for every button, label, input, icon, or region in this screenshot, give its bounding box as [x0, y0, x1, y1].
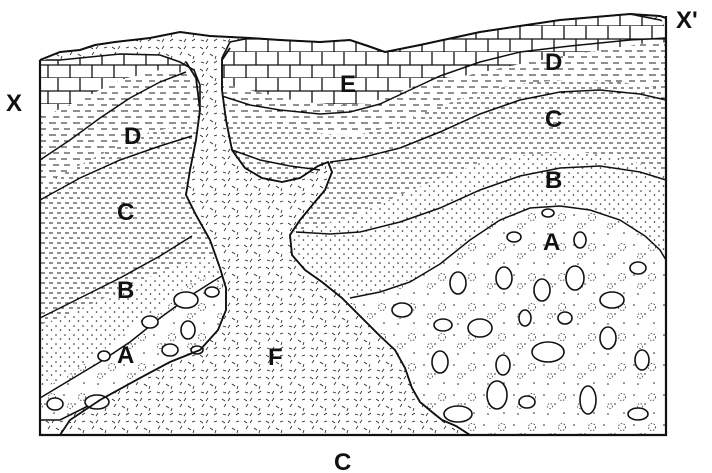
pebble: [444, 406, 472, 422]
label-intrusion-f: F: [268, 344, 283, 371]
pebble: [98, 351, 110, 361]
label-layer-c-left: C: [117, 199, 134, 226]
label-layer-c-right: C: [545, 106, 562, 133]
pebble: [205, 287, 219, 297]
pebble: [162, 344, 178, 356]
pebble: [181, 321, 195, 339]
pebble: [635, 350, 649, 370]
pebble: [534, 279, 550, 301]
label-layer-d-left: D: [124, 123, 141, 150]
label-layer-e: E: [340, 71, 356, 98]
pebble: [450, 272, 466, 294]
label-x-left: X: [6, 90, 22, 117]
pebble: [507, 232, 521, 242]
pebble: [566, 266, 584, 290]
label-layer-d-right: D: [545, 49, 562, 76]
label-layer-b-left: B: [117, 277, 134, 304]
pebble: [600, 292, 624, 308]
pebble: [519, 310, 531, 326]
pebble: [630, 262, 646, 274]
pebble: [47, 398, 63, 410]
pebble: [392, 303, 412, 317]
pebble: [496, 355, 510, 375]
pebble: [558, 312, 572, 324]
pebble: [580, 386, 596, 414]
label-x-right: X': [676, 7, 698, 34]
pebble: [432, 351, 448, 373]
pebble: [142, 316, 158, 328]
pebble: [542, 209, 554, 217]
pebble: [496, 267, 512, 289]
label-layer-a-left: A: [117, 342, 134, 369]
pebble: [468, 319, 492, 337]
pebble: [532, 342, 564, 362]
label-bottom-c: C: [334, 449, 351, 473]
pebble: [519, 396, 535, 408]
label-layer-b-right: B: [545, 167, 562, 194]
pebble: [600, 327, 616, 349]
label-layer-a-right: A: [543, 229, 560, 256]
pebble: [487, 381, 507, 409]
pebble: [434, 319, 452, 331]
pebble: [574, 232, 586, 248]
pebble: [174, 292, 198, 308]
pebble: [628, 408, 648, 420]
